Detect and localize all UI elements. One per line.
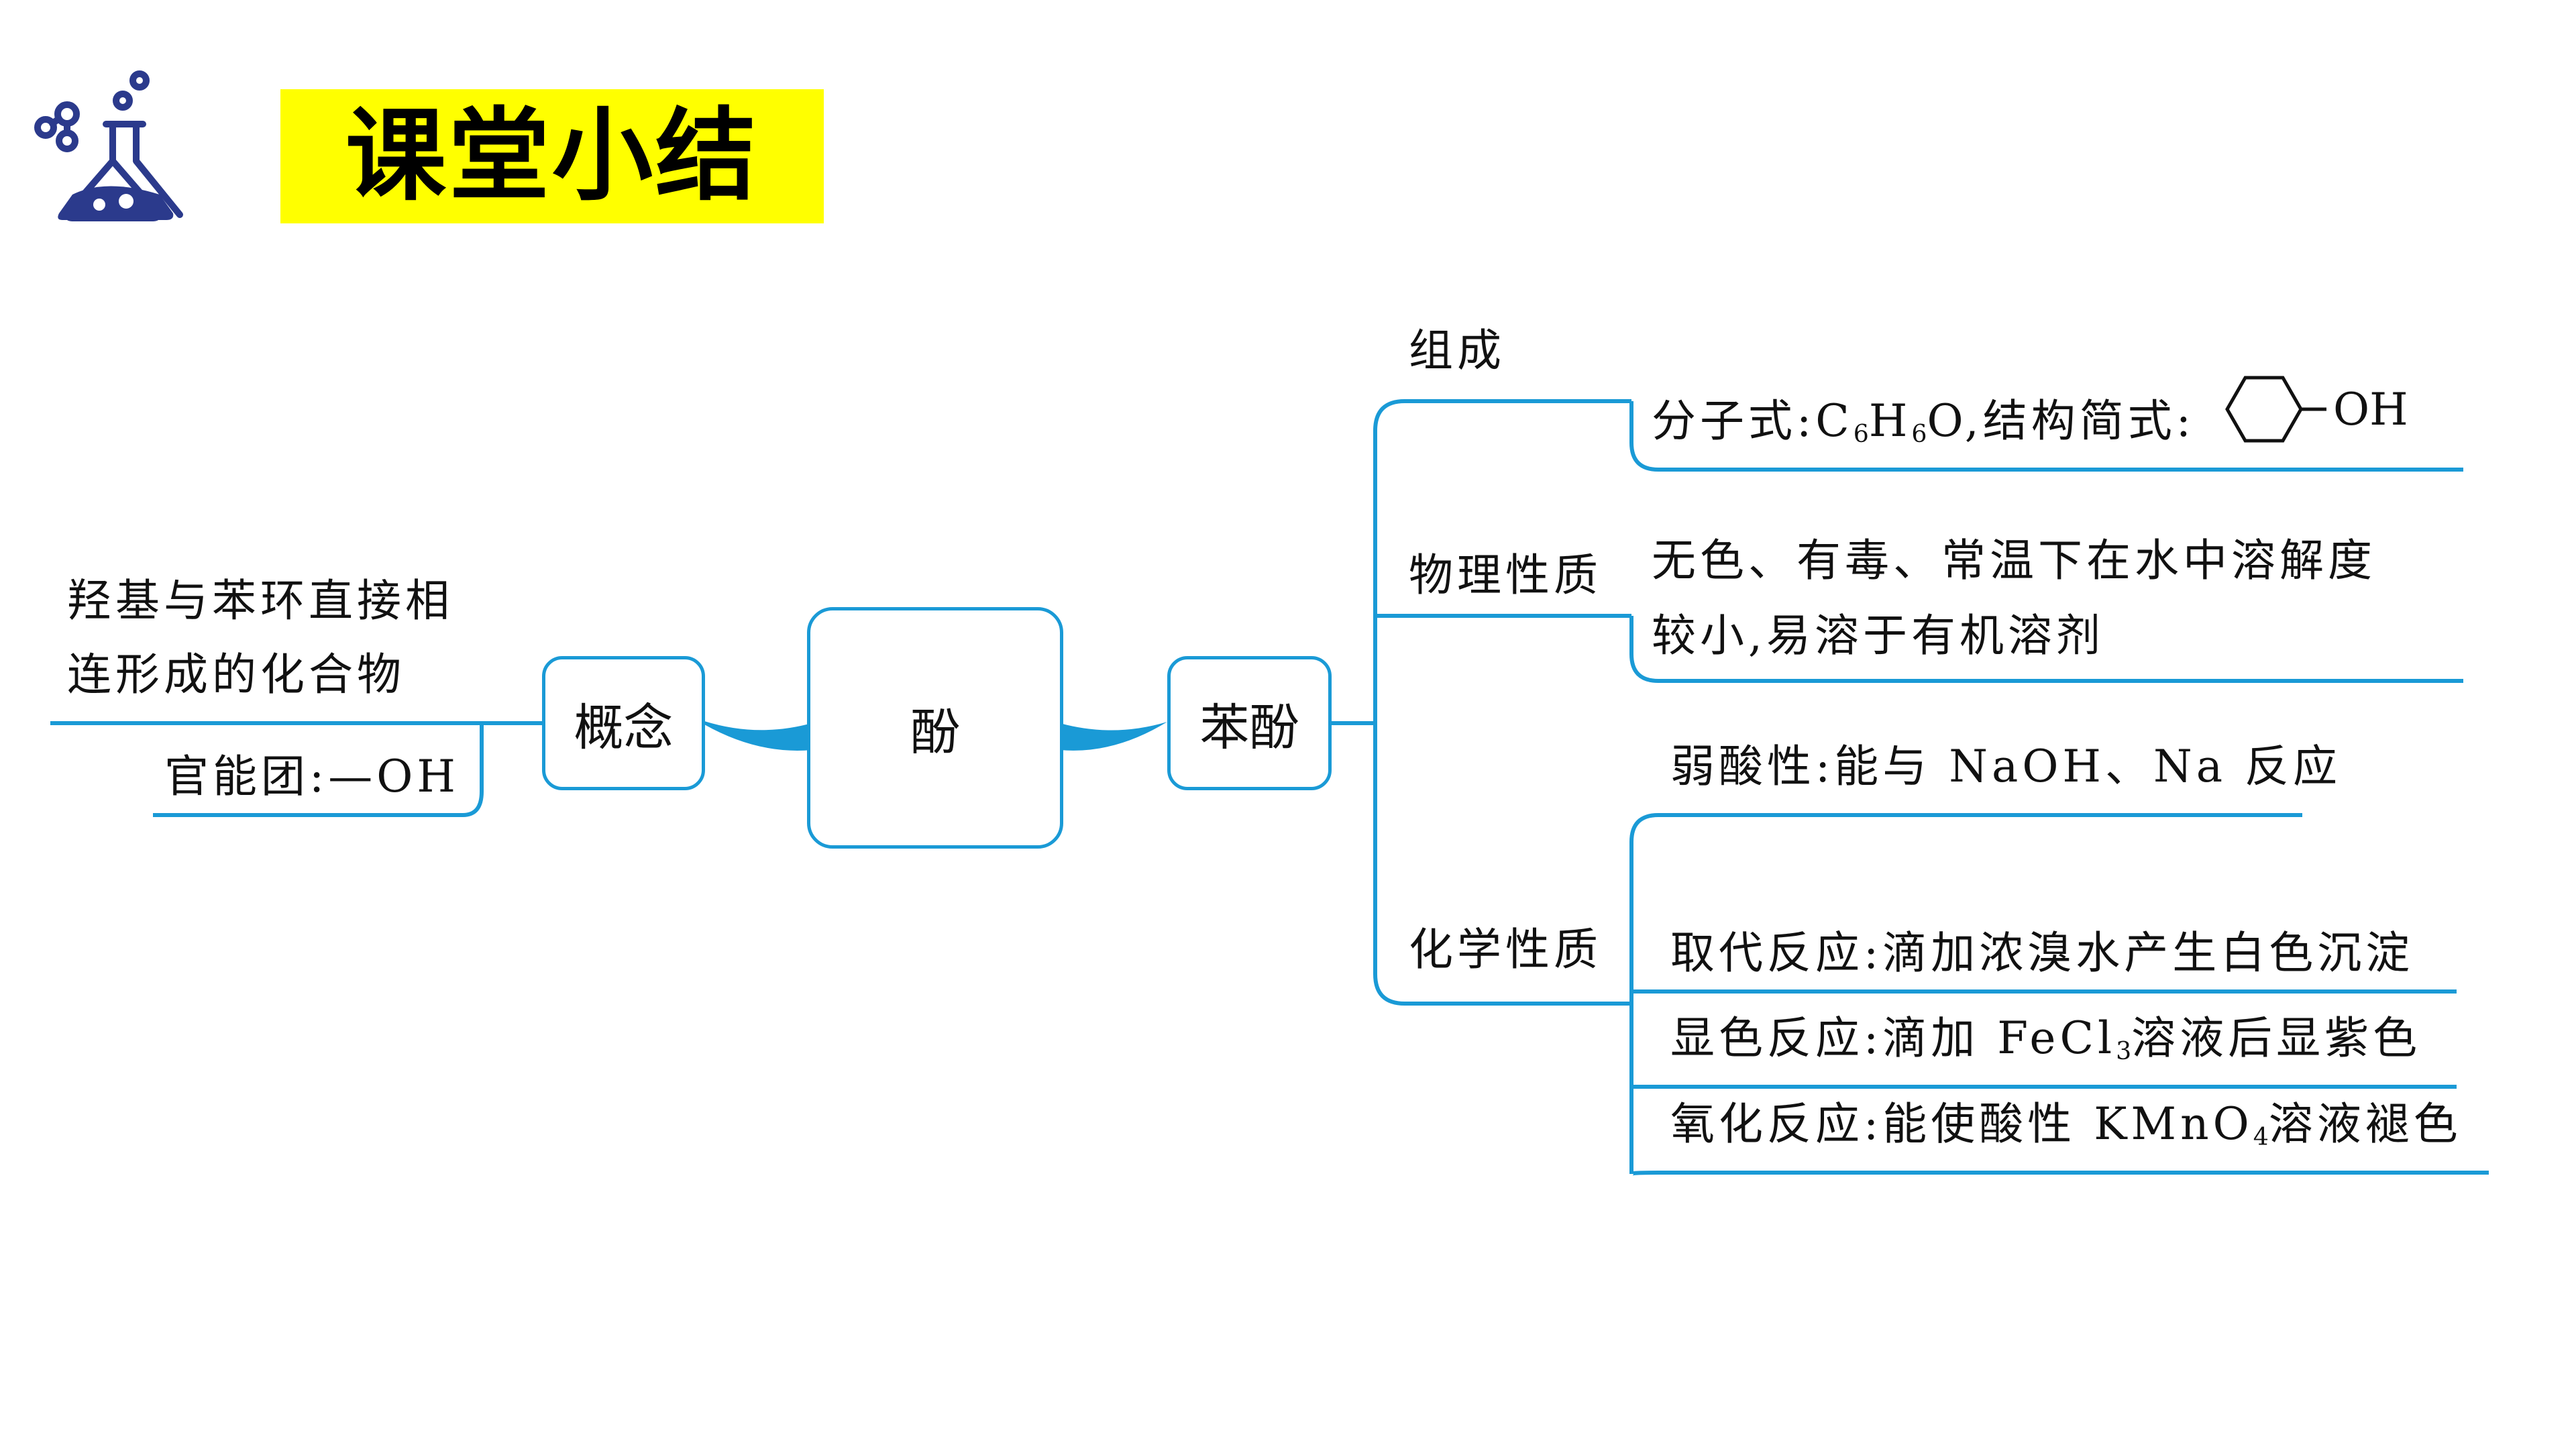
- molecular-formula-text: 分子式:C6H6O,结构简式:: [1652, 395, 2195, 449]
- definition-line-1: 羟基与苯环直接相: [67, 575, 453, 627]
- phenol-node[interactable]: 苯酚: [1167, 656, 1332, 790]
- center-node-label: 酚: [910, 703, 960, 761]
- oxidation-text: 氧化反应:能使酸性 KMnO4溶液褪色: [1670, 1098, 2462, 1152]
- acidity-text: 弱酸性:能与 NaOH、Na 反应: [1670, 741, 2342, 792]
- center-node[interactable]: 酚: [807, 607, 1063, 849]
- physical-properties-label: 物理性质: [1409, 549, 1602, 601]
- phenol-structure-icon: [2207, 359, 2361, 460]
- chemical-properties-label: 化学性质: [1409, 924, 1602, 975]
- functional-group-text: 官能团:—OH: [164, 751, 460, 802]
- page-title: 课堂小结: [345, 98, 759, 215]
- physical-line-1: 无色、有毒、常温下在水中溶解度: [1652, 535, 2376, 586]
- phenol-node-label: 苯酚: [1199, 698, 1299, 757]
- definition-line-2: 连形成的化合物: [67, 649, 405, 700]
- substitution-text: 取代反应:滴加浓溴水产生白色沉淀: [1670, 927, 2414, 979]
- concept-node[interactable]: 概念: [542, 656, 705, 790]
- composition-label: 组成: [1409, 325, 1505, 376]
- physical-line-2: 较小,易溶于有机溶剂: [1652, 610, 2104, 661]
- structure-oh-label: OH: [2333, 384, 2408, 435]
- color-reaction-text: 显色反应:滴加 FeCl3溶液后显紫色: [1670, 1012, 2422, 1066]
- concept-node-label: 概念: [574, 698, 674, 757]
- flask-icon: [25, 67, 186, 228]
- title-highlight: [280, 89, 824, 223]
